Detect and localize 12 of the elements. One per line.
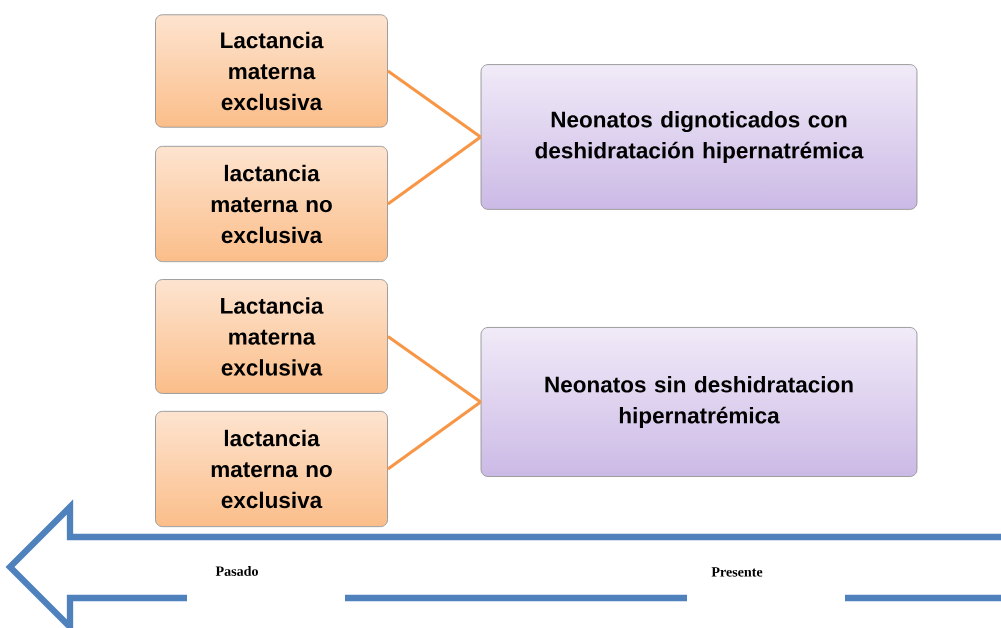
timeline-label: Presente: [711, 567, 763, 577]
timeline-label: Pasado: [215, 566, 258, 576]
source-box: lactancia materna no exclusiva: [155, 145, 388, 263]
source-box: Lactancia materna exclusiva: [155, 279, 388, 394]
connector-line: [387, 135, 482, 206]
connector-line: [387, 69, 482, 139]
connector-line: [387, 335, 482, 404]
source-box: lactancia materna no exclusiva: [155, 410, 388, 528]
outcome-box: Neonatos sin deshidratacion hipernatrémica: [480, 327, 918, 477]
connector-line: [387, 400, 482, 471]
outcome-box: Neonatos dignoticados con deshidratación hipernatrémica: [480, 64, 918, 210]
source-box: Lactancia materna exclusiva: [155, 14, 388, 128]
